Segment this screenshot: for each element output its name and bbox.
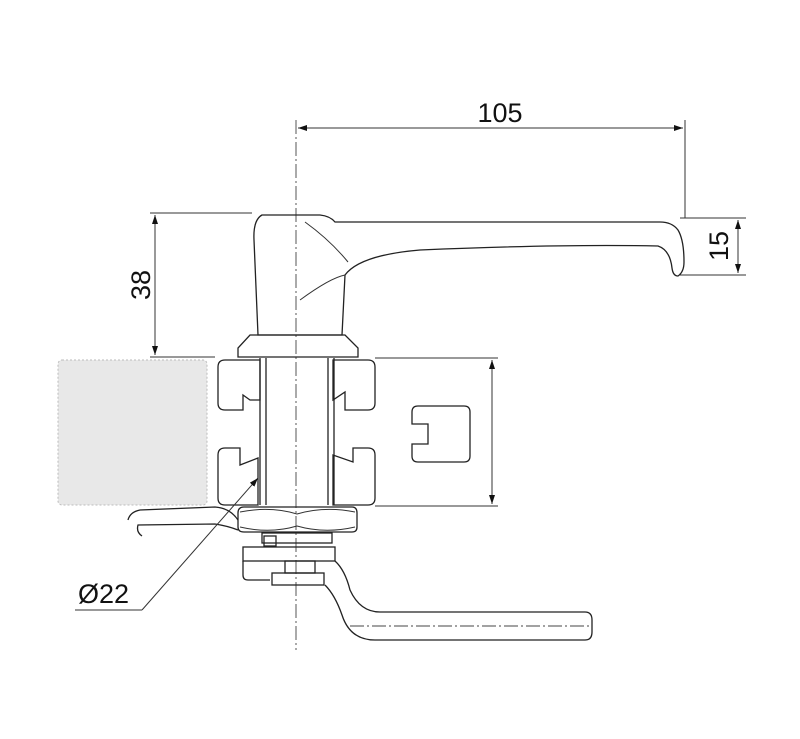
diameter-callout: Ø22: [75, 477, 259, 611]
dimension-105: 105: [298, 98, 686, 218]
mounting-panel: [57, 359, 208, 506]
panel-thickness-dimension: [375, 357, 498, 507]
panel-section-right: [332, 359, 376, 506]
lock-body: [259, 358, 335, 505]
dimension-label-15: 15: [704, 231, 734, 261]
lever-handle: [237, 214, 685, 358]
cam-assembly: [127, 506, 593, 641]
square-cutout-profile: [411, 405, 471, 463]
dimension-label-diameter: Ø22: [78, 579, 129, 609]
dimension-label-38: 38: [126, 270, 156, 300]
dimension-label-105: 105: [477, 98, 522, 128]
panel-section-left: [217, 359, 261, 506]
dimension-38: 38: [126, 212, 252, 358]
hex-nut: [237, 506, 358, 533]
dimension-15: 15: [680, 217, 746, 276]
